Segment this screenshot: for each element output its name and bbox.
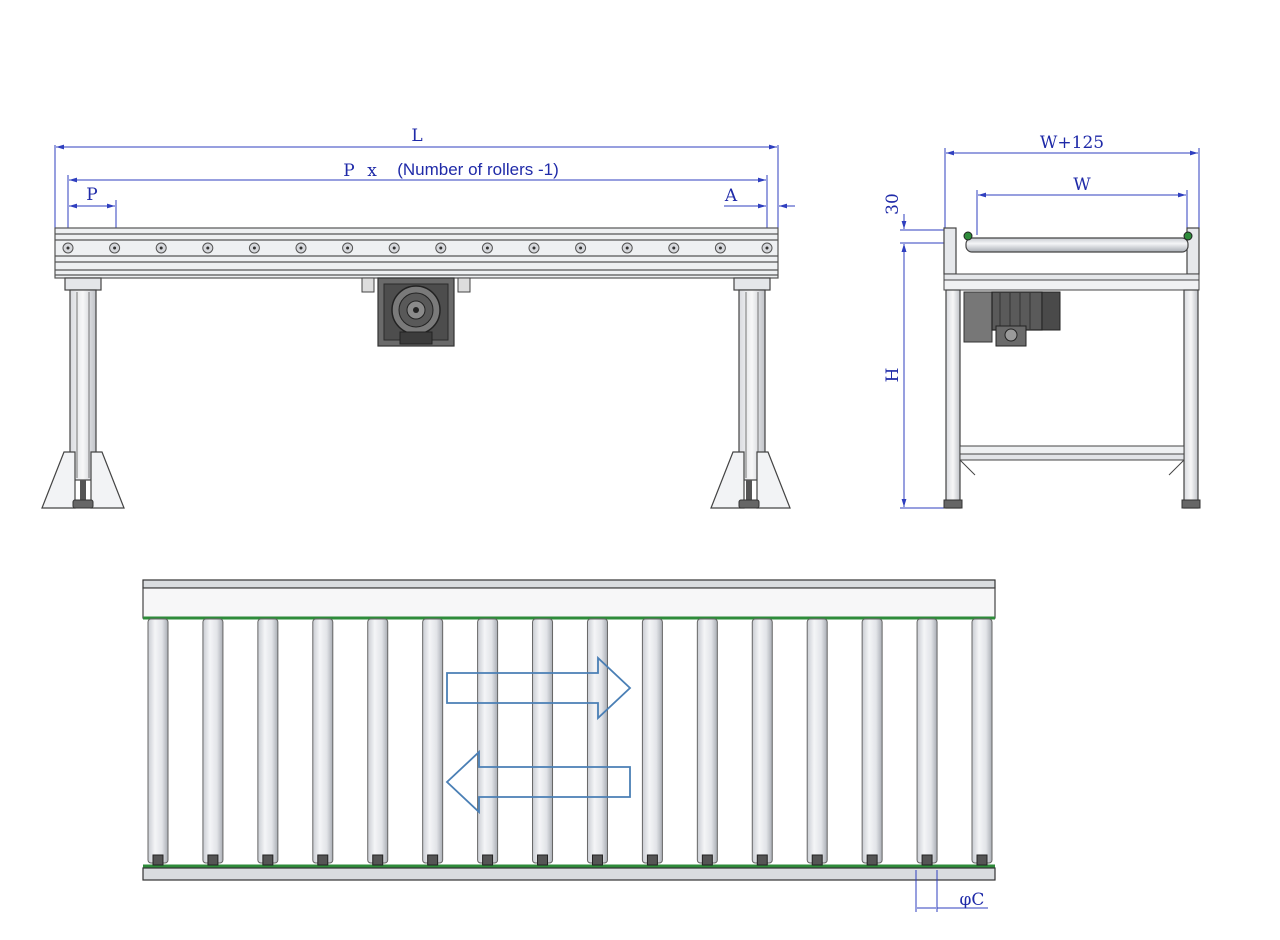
flow-arrow-left xyxy=(445,749,631,815)
side-view: W+125 W 30 H xyxy=(883,133,1201,509)
flow-arrow-right xyxy=(446,655,632,721)
front-roller-axle xyxy=(66,246,70,250)
dimension-overall-width: W+125 xyxy=(944,133,1200,230)
front-right-leg xyxy=(710,277,791,509)
top-roller xyxy=(257,618,279,864)
front-roller-ends xyxy=(62,242,773,254)
front-drive-motor xyxy=(361,277,471,347)
top-roller-bearing xyxy=(591,854,603,866)
top-roller xyxy=(751,618,773,864)
front-roller-axle xyxy=(113,246,117,250)
top-roller xyxy=(806,618,828,864)
top-roller-bearing xyxy=(482,854,494,866)
top-roller-bearing xyxy=(646,854,658,866)
top-roller xyxy=(641,618,663,864)
top-roller xyxy=(312,618,334,864)
top-roller xyxy=(696,618,718,864)
offset-label: A xyxy=(724,186,738,206)
dimension-roller-diameter: φC xyxy=(915,870,988,912)
top-roller-bearing xyxy=(207,854,219,866)
overall-width-label: W+125 xyxy=(1040,133,1104,153)
top-roller xyxy=(971,618,993,864)
dimension-length: L xyxy=(54,126,779,238)
front-view: L P x (Number of rollers -1) P A xyxy=(41,126,795,509)
roller-height-label: 30 xyxy=(883,193,903,215)
dimension-width: W xyxy=(976,175,1188,235)
dimension-height: H xyxy=(883,244,945,509)
front-frame-rail xyxy=(54,227,779,279)
front-roller-axle xyxy=(625,246,629,250)
pitch-formula-text: (Number of rollers -1) xyxy=(397,160,559,179)
top-roller-bearing xyxy=(756,854,768,866)
front-roller-axle xyxy=(532,246,536,250)
roller-diameter-label: φC xyxy=(960,890,985,910)
front-roller-axle xyxy=(392,246,396,250)
pitch-formula-x: x xyxy=(367,161,377,181)
top-view-upper-rail xyxy=(142,579,996,589)
top-roller-bearing xyxy=(866,854,878,866)
height-label: H xyxy=(883,368,903,383)
top-roller xyxy=(586,618,608,864)
front-roller-axle xyxy=(346,246,350,250)
front-roller-axle xyxy=(485,246,489,250)
top-roller-bearing xyxy=(427,854,439,866)
front-roller-axle xyxy=(765,246,769,250)
pitch-formula-p: P xyxy=(343,161,354,181)
length-label: L xyxy=(411,126,422,146)
top-roller-bearing xyxy=(701,854,713,866)
top-roller xyxy=(916,618,938,864)
top-roller-bearing xyxy=(811,854,823,866)
side-drive-motor xyxy=(963,291,1061,347)
top-view-rollers xyxy=(147,618,993,866)
top-roller-bearing xyxy=(152,854,164,866)
top-roller-bearing xyxy=(537,854,549,866)
top-roller xyxy=(147,618,169,864)
dimension-pitch-total: P x (Number of rollers -1) xyxy=(67,160,768,238)
top-roller-bearing xyxy=(921,854,933,866)
front-roller-axle xyxy=(252,246,256,250)
top-roller xyxy=(477,618,499,864)
top-roller-bearing xyxy=(976,854,988,866)
side-frame xyxy=(943,227,1201,509)
front-roller-axle xyxy=(299,246,303,250)
top-roller-bearing xyxy=(317,854,329,866)
width-label: W xyxy=(1073,175,1091,195)
front-roller-axle xyxy=(159,246,163,250)
top-roller xyxy=(202,618,224,864)
top-roller-bearing xyxy=(372,854,384,866)
top-roller xyxy=(861,618,883,864)
top-roller xyxy=(532,618,554,864)
top-view-lower-rail xyxy=(142,867,996,881)
dimension-offset: A xyxy=(724,186,795,209)
top-view-upper-guard xyxy=(142,587,996,619)
front-roller-axle xyxy=(206,246,210,250)
top-roller xyxy=(367,618,389,864)
top-roller xyxy=(422,618,444,864)
front-left-leg xyxy=(41,277,125,509)
top-view: φC xyxy=(142,579,996,912)
front-roller-axle xyxy=(439,246,443,250)
dimension-roller-height: 30 xyxy=(883,193,945,260)
pitch-label: P xyxy=(86,185,97,205)
top-roller-bearing xyxy=(262,854,274,866)
front-roller-axle xyxy=(718,246,722,250)
front-roller-axle xyxy=(579,246,583,250)
front-roller-axle xyxy=(672,246,676,250)
